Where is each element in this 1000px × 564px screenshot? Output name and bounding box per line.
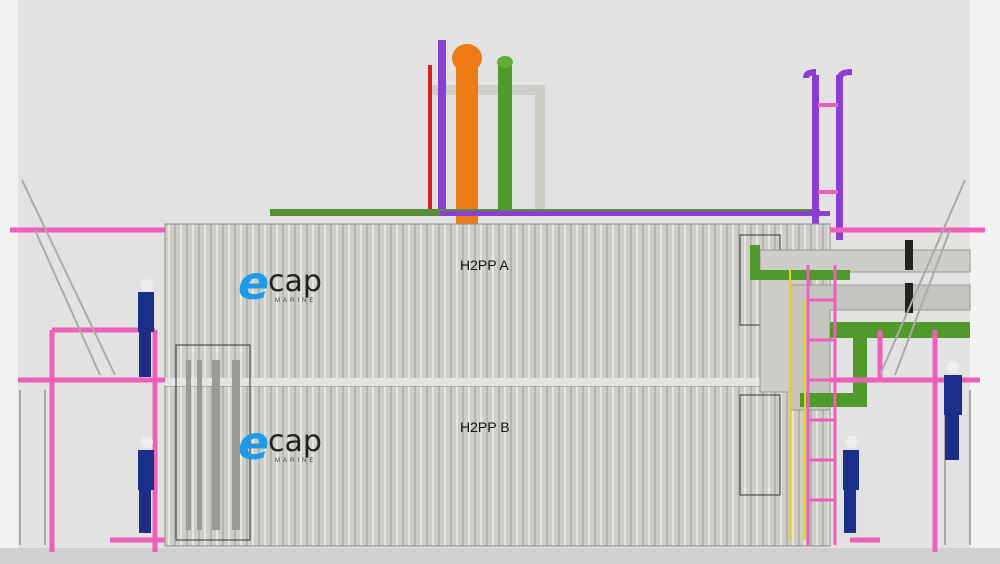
yellow-cables	[789, 270, 806, 540]
pipe-frame-leg	[535, 85, 545, 215]
unit-label-a: H2PP A	[460, 257, 509, 273]
pipe-frame-top	[430, 85, 545, 95]
container-h2pp-b	[164, 385, 831, 547]
green-duct-upper	[750, 245, 850, 280]
ecap-marine-logo-b: e cap MARINE	[238, 416, 348, 472]
duct-flange	[905, 283, 913, 313]
pipe-cabinet	[175, 344, 251, 541]
purple-vent-2	[836, 75, 843, 240]
purple-header-pipe	[440, 211, 830, 216]
container-separator	[165, 378, 830, 386]
duct-flange	[905, 240, 913, 270]
logo-sub: MARINE	[275, 458, 317, 464]
red-pipe	[428, 65, 432, 215]
logo-word: cap	[268, 264, 322, 299]
right-platform	[830, 227, 985, 552]
orange-stack-cap	[452, 44, 482, 72]
unit-label-b: H2PP B	[460, 419, 510, 435]
vent-bracket	[818, 103, 838, 107]
logo-word: cap	[268, 424, 322, 459]
left-wall	[0, 0, 18, 564]
ecap-marine-logo-a: e cap MARINE	[238, 256, 348, 312]
purple-vent-caps	[803, 69, 853, 79]
vertical-cylinders	[186, 360, 240, 530]
logo-sub: MARINE	[275, 298, 317, 304]
purple-vent-1	[812, 75, 819, 240]
vent-bracket	[818, 190, 838, 194]
left-stairs	[19, 179, 116, 545]
green-vertical-pipe	[498, 60, 512, 215]
green-pipe-cap	[497, 56, 513, 68]
logo-letter: e	[238, 256, 270, 310]
green-duct-bend	[800, 330, 867, 407]
door-b	[739, 394, 781, 496]
worker-figures	[138, 279, 962, 533]
container-h2pp-a	[164, 223, 831, 380]
right-wall	[970, 0, 1000, 564]
purple-vertical-pipe	[438, 40, 446, 215]
service-ladder	[806, 265, 837, 545]
floor	[0, 548, 1000, 564]
logo-letter: e	[238, 416, 270, 470]
